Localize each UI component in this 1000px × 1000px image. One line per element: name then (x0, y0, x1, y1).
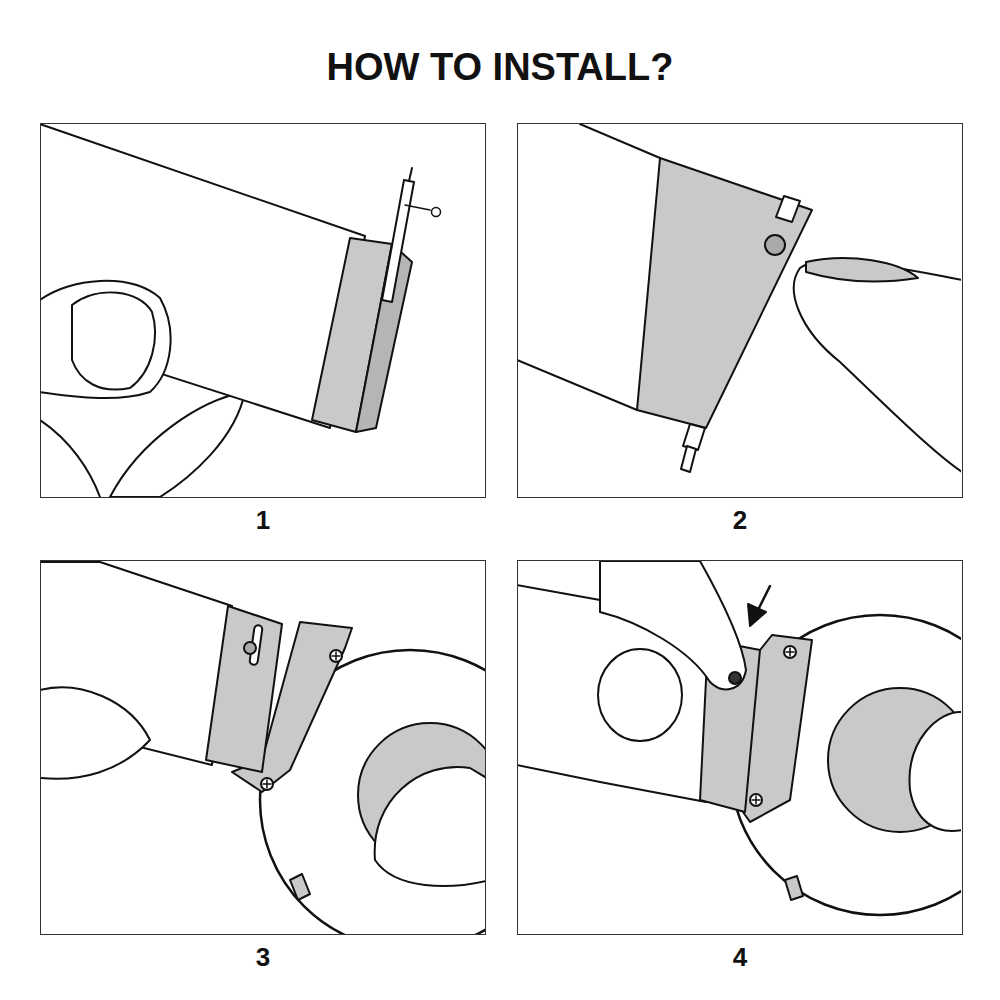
finger (794, 261, 961, 472)
spring-bar (382, 180, 414, 302)
spring-bar-ring (432, 208, 441, 217)
watch-face-hand (828, 688, 961, 832)
step-number: 3 (41, 942, 485, 973)
spring-bar-tip (409, 168, 412, 181)
step-panel: 1 (40, 123, 486, 498)
step-number: 1 (41, 505, 485, 536)
spring-bar-pin (681, 446, 696, 472)
screw (750, 794, 762, 806)
screw (261, 778, 273, 790)
finger-nail (806, 258, 918, 281)
thumb (910, 712, 961, 831)
step-two-art (518, 124, 961, 472)
screw-slot (263, 780, 271, 788)
palm (110, 392, 245, 497)
thumb (375, 767, 485, 886)
step-one-art (41, 124, 441, 497)
watch-crown (290, 874, 310, 900)
step-three-art (41, 562, 485, 934)
strap (518, 124, 660, 410)
step-number: 2 (518, 505, 962, 536)
screw-slot (752, 796, 760, 804)
strap-end-plate (637, 158, 812, 428)
spring-bar-top (776, 196, 800, 222)
strap-end-edge (356, 244, 412, 432)
step-four-art (518, 561, 961, 915)
hand (41, 687, 150, 778)
thumb-nail (72, 292, 155, 389)
screw (784, 646, 796, 658)
screw-slot (786, 648, 794, 656)
diagram-title: HOW TO INSTALL? (0, 46, 1000, 89)
release-knob (244, 642, 256, 654)
hand-line (41, 420, 100, 497)
strap (41, 124, 365, 428)
finger (600, 561, 746, 689)
strap-end-plate (206, 606, 282, 772)
thumb (41, 281, 171, 398)
release-knob (765, 235, 785, 255)
watch-case (730, 615, 961, 915)
spring-bar-lever (405, 205, 430, 210)
strap-edge (580, 124, 660, 158)
watch-crown (785, 876, 803, 900)
screw-slot (332, 652, 340, 660)
strap-edge (518, 360, 637, 410)
step-panel: 4 (517, 560, 963, 935)
release-knob (729, 672, 741, 684)
thumb (598, 649, 682, 741)
screw (330, 650, 342, 662)
step-panel: 3 (40, 560, 486, 935)
step-number: 4 (518, 942, 962, 973)
step-panel: 2 (517, 123, 963, 498)
press-arrow-head (748, 604, 766, 626)
